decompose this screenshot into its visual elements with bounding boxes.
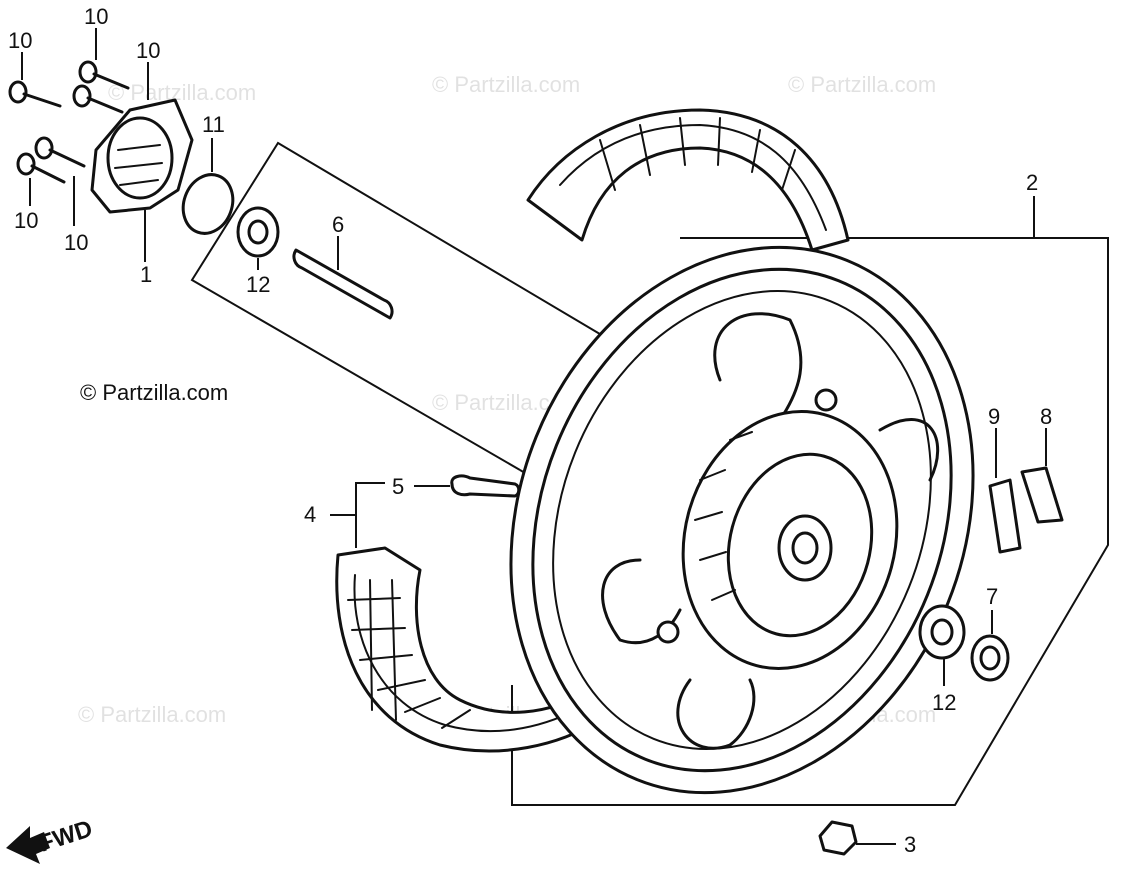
callout-11: 11 — [202, 112, 225, 137]
hub-fins — [694, 431, 753, 601]
bolts — [8, 60, 130, 184]
bolt-head — [8, 80, 28, 104]
callout-10: 10 — [64, 230, 88, 255]
nut — [818, 820, 896, 856]
bolt-shaft — [86, 96, 124, 114]
collar-body — [970, 634, 1010, 682]
spacer-tube — [292, 236, 394, 320]
forward-arrow-icon — [6, 826, 50, 864]
callouts: 10 10 10 10 10 11 1 12 6 2 5 4 9 8 7 12 … — [8, 4, 1052, 857]
callout-10: 10 — [8, 28, 32, 53]
callout-3: 3 — [904, 832, 916, 857]
tread-pattern — [347, 597, 471, 729]
spoke — [676, 678, 756, 750]
valve-body — [450, 474, 521, 498]
wheel — [509, 245, 975, 795]
lug — [814, 388, 838, 412]
nut-body — [818, 820, 858, 856]
callout-6: 6 — [332, 212, 344, 237]
flange-splines — [114, 144, 163, 186]
sticker-9 — [988, 478, 1022, 554]
tread-line — [559, 124, 827, 231]
lug — [656, 620, 680, 644]
callout-4: 4 — [304, 502, 316, 527]
bearing-outer — [918, 604, 966, 660]
callout-12: 12 — [932, 690, 956, 715]
axle-hole — [777, 514, 833, 582]
bolt-shaft — [30, 164, 66, 184]
forward-label: FWD — [36, 815, 96, 858]
axle-bore — [791, 531, 819, 565]
bolt-head — [78, 60, 98, 84]
bearing-outer — [236, 206, 280, 258]
rim-well — [552, 290, 932, 750]
callout-12: 12 — [246, 272, 270, 297]
spoke — [713, 312, 803, 422]
collar-bore — [979, 645, 1001, 671]
valve-stem — [414, 474, 521, 498]
rim-inner — [531, 267, 953, 773]
tire-upper — [526, 108, 850, 252]
callout-1: 1 — [140, 262, 152, 287]
sprocket-flange — [90, 98, 194, 262]
bolt-head — [34, 136, 54, 160]
forward-direction-indicator: FWD — [6, 815, 96, 864]
bolt-shaft — [22, 92, 62, 108]
watermark: © Partzilla.com — [788, 72, 936, 97]
callout-2: 2 — [1026, 170, 1038, 195]
callout-10: 10 — [14, 208, 38, 233]
tire-upper-section — [526, 108, 850, 252]
bolt — [8, 80, 62, 108]
bearing-right — [918, 604, 966, 660]
hub-parts-bracket — [190, 141, 611, 471]
callout-8: 8 — [1040, 404, 1052, 429]
bolt — [34, 136, 86, 168]
stickers — [988, 428, 1064, 554]
bolt-head — [72, 84, 92, 108]
bolt-head — [16, 152, 36, 176]
callout-7: 7 — [986, 584, 998, 609]
watermark: © Partzilla.com — [78, 702, 226, 727]
bolt-shaft — [92, 72, 130, 90]
spoke — [878, 418, 940, 482]
callout-10: 10 — [136, 38, 160, 63]
tire-bracket — [355, 482, 385, 548]
bolt — [16, 152, 66, 184]
bearing-left — [236, 206, 280, 258]
wheel-assembly-bracket — [511, 237, 1109, 806]
sticker-8 — [1020, 466, 1064, 524]
o-ring — [181, 173, 235, 235]
callout-5: 5 — [392, 474, 404, 499]
tread-pattern — [599, 117, 796, 191]
spacer-body — [292, 248, 394, 320]
bolt — [78, 60, 130, 90]
bearing-inner — [247, 219, 269, 245]
bolt-shaft — [48, 148, 86, 168]
callout-10: 10 — [84, 4, 108, 29]
flange-bore — [106, 116, 174, 200]
watermark: © Partzilla.com — [108, 80, 256, 105]
bearing-inner — [930, 618, 954, 646]
watermark: © Partzilla.com — [432, 72, 580, 97]
bolt — [72, 84, 124, 114]
tread-pattern — [369, 579, 397, 721]
hub-inner — [726, 452, 874, 638]
watermark-visible: © Partzilla.com — [80, 380, 228, 405]
callout-9: 9 — [988, 404, 1000, 429]
collar — [970, 610, 1010, 682]
